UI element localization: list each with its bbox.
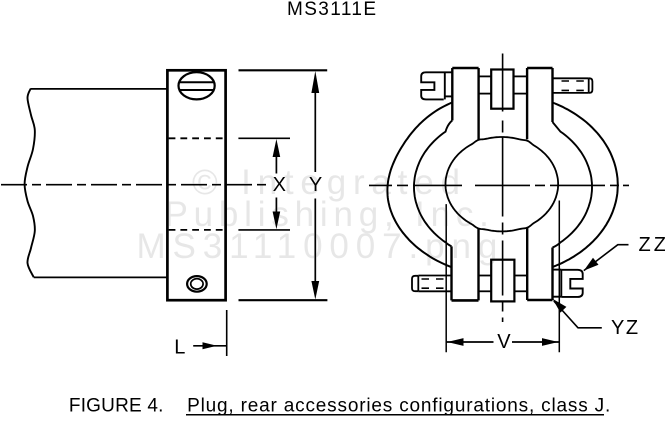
svg-text:ZZ: ZZ bbox=[639, 234, 665, 256]
svg-text:© Integrated: © Integrated bbox=[192, 163, 467, 202]
svg-text:Y: Y bbox=[309, 174, 322, 196]
svg-text:YZ: YZ bbox=[611, 317, 640, 339]
svg-text:MS3111E: MS3111E bbox=[287, 0, 377, 20]
svg-text:FIGURE 4.: FIGURE 4. bbox=[69, 396, 164, 417]
svg-text:Plug, rear accessories configu: Plug, rear accessories configurations, c… bbox=[187, 396, 611, 417]
svg-text:MS31110007.png: MS31110007.png bbox=[137, 227, 505, 266]
svg-text:L: L bbox=[174, 337, 185, 359]
svg-text:Publishing, Inc.: Publishing, Inc. bbox=[165, 195, 495, 234]
svg-text:V: V bbox=[497, 331, 511, 353]
svg-text:X: X bbox=[273, 174, 286, 196]
